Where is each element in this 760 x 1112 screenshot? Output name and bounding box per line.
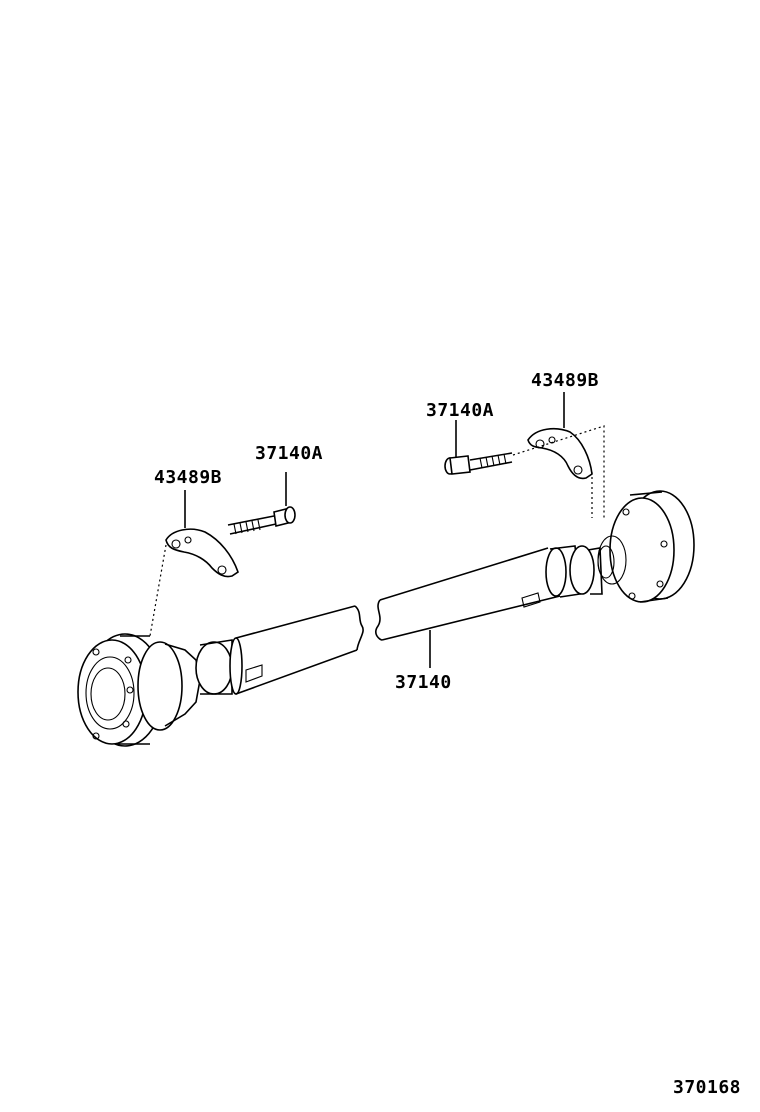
shaft-left-section — [195, 605, 364, 695]
right-flange — [597, 490, 695, 603]
bolt-left — [227, 506, 296, 535]
alignment-lines — [149, 425, 605, 637]
figure-number: 370168 — [673, 1077, 742, 1098]
shaft-right-section — [375, 545, 603, 641]
part-label-bolt-right: 37140A — [426, 400, 495, 421]
part-label-bracket-right: 43489B — [531, 370, 600, 391]
part-label-bolt-left: 37140A — [255, 443, 324, 464]
bracket-right — [527, 427, 593, 480]
part-label-bracket-left: 43489B — [154, 467, 223, 488]
left-flange — [77, 633, 201, 747]
part-label-shaft: 37140 — [395, 672, 452, 693]
leader-lines — [184, 392, 565, 668]
bracket-left — [165, 528, 239, 578]
bolt-right — [444, 452, 513, 475]
